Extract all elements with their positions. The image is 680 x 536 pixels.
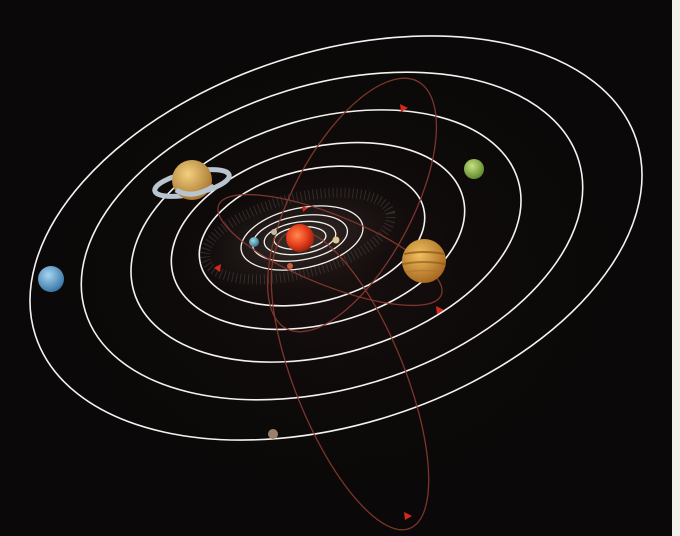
planet-mercury xyxy=(271,229,277,235)
page-edge xyxy=(672,0,680,536)
comet-orbit-3 xyxy=(217,193,443,307)
sun xyxy=(286,224,314,252)
orbit-uranus xyxy=(80,71,584,401)
orbit-mars xyxy=(240,205,364,271)
orbit-neptune xyxy=(29,35,643,441)
planet-earth xyxy=(249,237,259,247)
planet-uranus xyxy=(464,159,484,179)
planet-jupiter xyxy=(402,239,446,283)
planet-orbits xyxy=(29,35,643,441)
comet-marker-2 xyxy=(436,306,444,314)
planet-neptune xyxy=(38,266,64,292)
comet-markers xyxy=(214,104,444,520)
comet-orbit-1 xyxy=(266,77,438,333)
orbit-outer-5 xyxy=(198,165,426,307)
orbit-jupiter xyxy=(170,141,466,331)
planet-pluto xyxy=(268,429,278,439)
comet-marker-3 xyxy=(404,512,412,520)
planet-saturn xyxy=(152,160,232,200)
comet-marker-4 xyxy=(214,264,221,272)
planet-venus xyxy=(332,236,340,244)
comet-marker-1 xyxy=(400,104,408,112)
orbit-saturn xyxy=(130,109,522,363)
comet-marker-5 xyxy=(302,206,308,212)
asteroid-belt-ring xyxy=(200,187,396,285)
planet-mars xyxy=(287,263,293,269)
orbit-venus xyxy=(263,220,337,256)
